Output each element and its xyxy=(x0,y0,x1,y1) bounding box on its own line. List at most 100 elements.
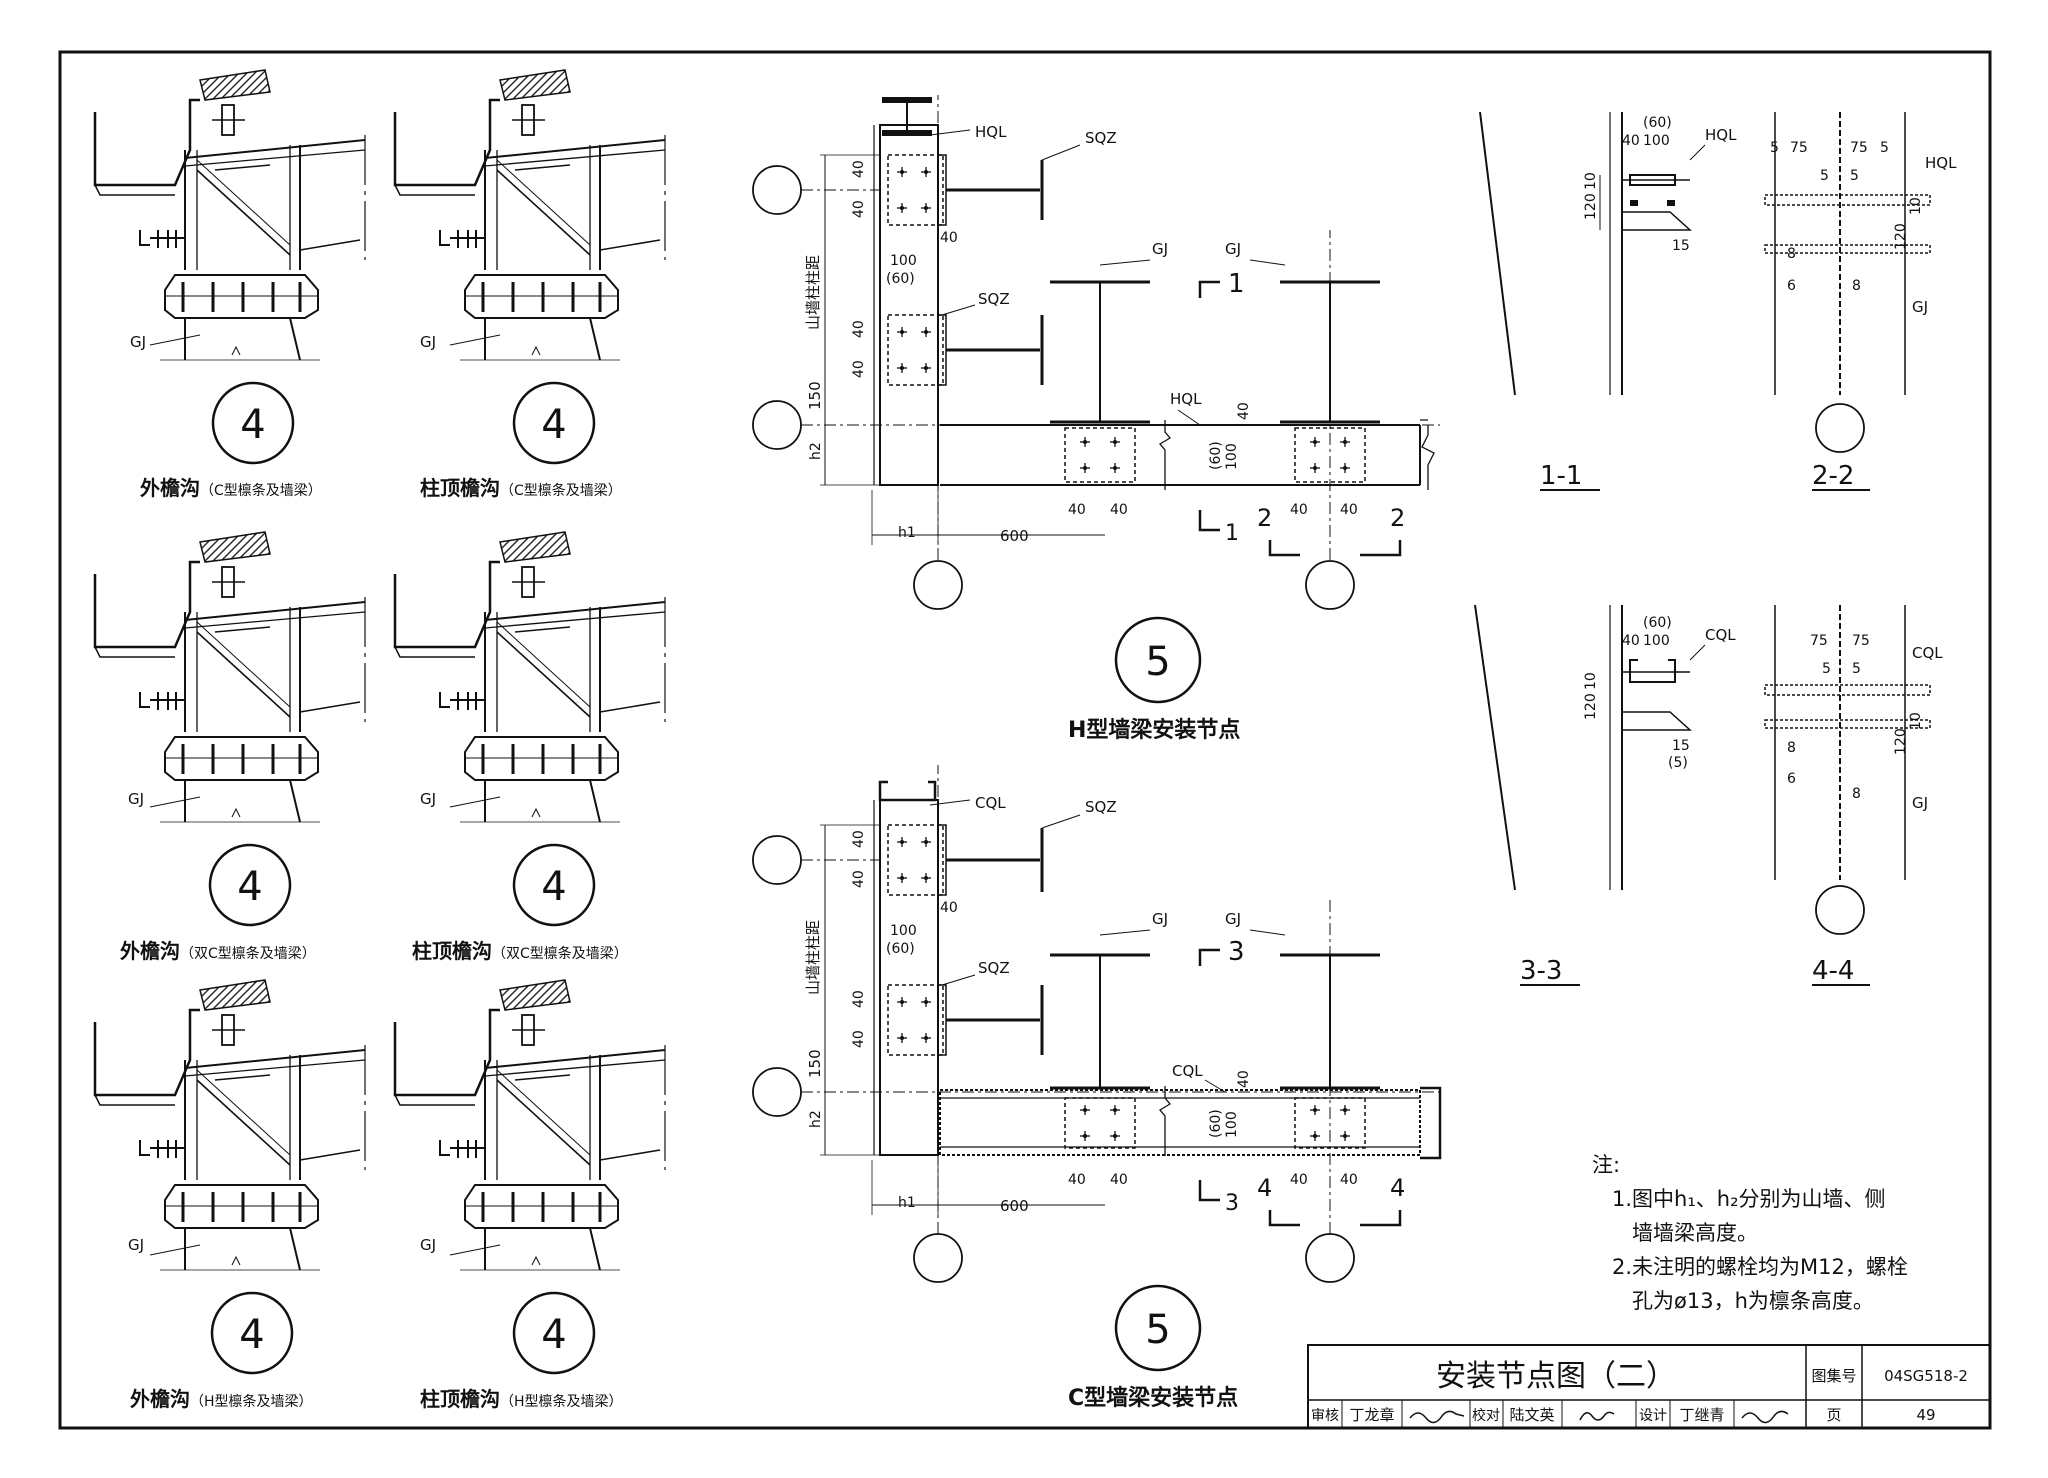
s33-d5: (5) xyxy=(1668,755,1688,771)
callout-4-a: 4 xyxy=(240,402,265,448)
s11-d120: 120 xyxy=(1583,193,1599,220)
s44-d120: 120 xyxy=(1893,728,1909,755)
eave-caption-4: 柱顶檐沟（双C型檩条及墙梁） xyxy=(412,935,628,964)
atlas-number: 04SG518-2 xyxy=(1884,1367,1968,1385)
c-wall-beam-node: CQL SQZ SQZ GJ GJ CQL 山墙柱柱距 h1 h2 600 15… xyxy=(752,765,1442,1372)
s33-cql: CQL xyxy=(1705,626,1736,644)
c-d100: 100 xyxy=(890,923,917,939)
designer-signature xyxy=(1741,1410,1789,1424)
s22-gj: GJ xyxy=(1912,298,1928,316)
h-sqz1: SQZ xyxy=(1085,129,1117,147)
s22-w8a: 8 xyxy=(1787,246,1796,262)
h-d150: 150 xyxy=(806,381,824,410)
eave-detail-outer xyxy=(93,531,366,823)
c-d40a: 40 xyxy=(851,830,867,848)
eave-caption-1-title: 外檐沟 xyxy=(140,476,200,500)
notes-line-1: 1.图中h₁、h₂分别为山墙、侧 xyxy=(1612,1187,1886,1211)
s11-d100: 100 xyxy=(1643,133,1670,149)
h-mid100: 100 xyxy=(1224,443,1240,470)
h-d40d: 40 xyxy=(851,360,867,378)
h-sqz2: SQZ xyxy=(978,290,1010,308)
s44-w6: 6 xyxy=(1787,771,1796,787)
checker-name: 陆文英 xyxy=(1509,1406,1554,1424)
s11-d60: (60) xyxy=(1643,115,1672,131)
s33-d60: (60) xyxy=(1643,615,1672,631)
c-cql-mid: CQL xyxy=(1172,1062,1203,1080)
h-mid40: 40 xyxy=(1236,402,1252,420)
c-h2: h2 xyxy=(808,1110,824,1128)
notes-line-4: 孔为ø13，h为檩条高度。 xyxy=(1632,1289,1874,1313)
page-label: 页 xyxy=(1826,1406,1841,1424)
h-hql-top: HQL xyxy=(975,123,1007,141)
s22-d75a: 75 xyxy=(1790,140,1808,156)
s11-d15: 15 xyxy=(1672,238,1690,254)
c-section-4b: 4 xyxy=(1390,1174,1405,1202)
eave-caption-4-title: 柱顶檐沟 xyxy=(412,939,492,963)
c-section-3b: 3 xyxy=(1225,1191,1239,1216)
h-d100: 100 xyxy=(890,253,917,269)
eave-detail-column-top xyxy=(393,979,666,1271)
notes: 注: 1.图中h₁、h₂分别为山墙、侧 墙墙梁高度。 2.未注明的螺栓均为M12… xyxy=(1592,1148,1908,1318)
gj-label-b: GJ xyxy=(420,333,436,351)
s22-w8b: 8 xyxy=(1852,278,1861,294)
s22-d5b: 5 xyxy=(1880,140,1889,156)
gj-label-e: GJ xyxy=(128,1236,144,1254)
c-d40c: 40 xyxy=(851,990,867,1008)
eave-caption-1-sub: （C型檩条及墙梁） xyxy=(200,483,322,499)
h-d40e: 40 xyxy=(940,230,958,246)
review-label: 审核 xyxy=(1311,1408,1339,1424)
s11-hql: HQL xyxy=(1705,126,1737,144)
c-sqz2: SQZ xyxy=(978,959,1010,977)
eave-caption-6-title: 柱顶檐沟 xyxy=(420,1387,500,1411)
c-vertical-label: 山墙柱柱距 xyxy=(804,920,822,995)
section-4-4: 75 75 5 5 CQL 120 10 8 6 8 GJ 4-4 xyxy=(1764,605,1943,986)
callout-4-c: 4 xyxy=(237,864,262,910)
page-number: 49 xyxy=(1916,1406,1935,1424)
s33-d15: 15 xyxy=(1672,738,1690,754)
h-gj2: GJ xyxy=(1225,240,1241,258)
h-d40c: 40 xyxy=(851,320,867,338)
s44-title: 4-4 xyxy=(1812,956,1854,986)
h-node-title: H型墙梁安装节点 xyxy=(1068,718,1241,743)
c-d40h: 40 xyxy=(1290,1172,1308,1188)
eave-detail-column-top xyxy=(393,69,666,361)
title-block: 安装节点图（二） 图集号 04SG518-2 审核 丁龙章 校对 陆文英 设计 … xyxy=(1307,1344,1991,1429)
s22-d5d: 5 xyxy=(1850,168,1859,184)
callout-4-b: 4 xyxy=(541,402,566,448)
c-h1: h1 xyxy=(898,1195,916,1211)
h-section-1a: 1 xyxy=(1228,269,1245,299)
eave-caption-2: 柱顶檐沟（C型檩条及墙梁） xyxy=(420,472,622,501)
callout-4-d: 4 xyxy=(541,864,566,910)
h-d60: (60) xyxy=(886,271,915,287)
notes-heading: 注: xyxy=(1592,1153,1621,1177)
designer-name: 丁继青 xyxy=(1679,1406,1724,1424)
callout-4-f: 4 xyxy=(541,1312,566,1358)
h-h2: h2 xyxy=(808,442,824,460)
sheet-border xyxy=(58,50,1992,1430)
h-d40a: 40 xyxy=(851,160,867,178)
s44-d75a: 75 xyxy=(1810,633,1828,649)
sheet-title: 安装节点图（二） xyxy=(1436,1359,1676,1394)
c-d600: 600 xyxy=(1000,1197,1029,1215)
s33-d120: 120 xyxy=(1583,693,1599,720)
c-sqz1: SQZ xyxy=(1085,798,1117,816)
h-mid60: (60) xyxy=(1208,441,1224,470)
eave-caption-5-sub: （H型檩条及墙梁） xyxy=(190,1394,313,1410)
c-node-callout: 5 xyxy=(1145,1307,1170,1353)
h-h1: h1 xyxy=(898,525,916,541)
s44-d75b: 75 xyxy=(1852,633,1870,649)
eave-caption-6-sub: （H型檩条及墙梁） xyxy=(500,1394,623,1410)
s11-d10: 10 xyxy=(1583,172,1599,190)
gj-label-a: GJ xyxy=(130,333,146,351)
c-d60: (60) xyxy=(886,941,915,957)
eave-gutter-details xyxy=(93,69,666,1271)
s22-d10: 10 xyxy=(1908,197,1924,215)
c-d40g: 40 xyxy=(1110,1172,1128,1188)
c-d40d: 40 xyxy=(851,1030,867,1048)
c-node-title: C型墙梁安装节点 xyxy=(1068,1386,1239,1411)
eave-caption-5: 外檐沟（H型檩条及墙梁） xyxy=(130,1383,313,1412)
s44-w8b: 8 xyxy=(1852,786,1861,802)
eave-caption-3: 外檐沟（双C型檩条及墙梁） xyxy=(120,935,316,964)
s33-d10: 10 xyxy=(1583,672,1599,690)
c-d40f: 40 xyxy=(1068,1172,1086,1188)
